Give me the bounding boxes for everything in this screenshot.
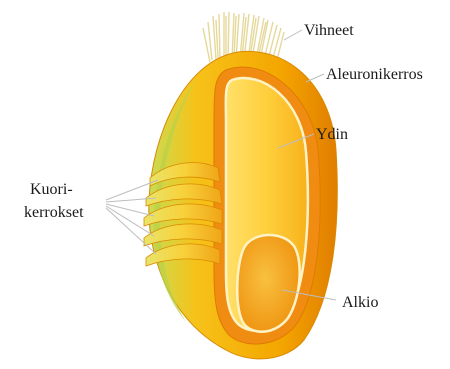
leader-line-aleuronikerros — [306, 74, 324, 82]
leader-line-vihneet — [284, 30, 302, 40]
label-kuori-line2: kerrokset — [24, 204, 84, 221]
label-vihneet: Vihneet — [304, 22, 354, 39]
label-ydin: Ydin — [316, 126, 348, 143]
label-kuori-line1: Kuori- — [30, 181, 73, 198]
label-alkio: Alkio — [342, 294, 378, 311]
label-aleuronikerros: Aleuronikerros — [326, 66, 423, 83]
